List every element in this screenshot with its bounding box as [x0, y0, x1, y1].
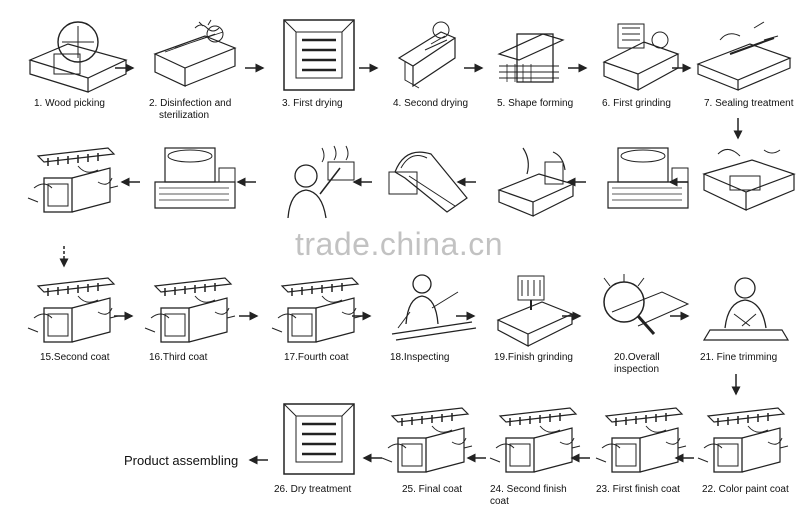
first-finish-coat-illustration: [595, 407, 687, 473]
process-step-25: 25. Final coat: [372, 398, 492, 508]
arrow-right-5: [568, 63, 588, 73]
step-8-illustration: [702, 149, 796, 211]
process-step-18: 18.Inspecting: [372, 268, 492, 378]
arrow-down-3: [731, 374, 741, 396]
step-11-illustration: [388, 151, 468, 213]
step-23-label: 23. First finish coat: [596, 484, 680, 495]
arrow-right-9: [352, 311, 372, 321]
second-drying-illustration: [397, 21, 457, 89]
arrow-right-1: [115, 63, 135, 73]
process-step-26: 26. Dry treatment: [262, 398, 382, 508]
step-7-label: 7. Sealing treatment: [704, 98, 794, 109]
step-17-label: 17.Fourth coat: [284, 352, 349, 363]
arrow-left-4: [352, 177, 372, 187]
final-step-label: Product assembling: [124, 453, 239, 468]
arrow-right-12: [670, 311, 690, 321]
step-26-label: 26. Dry treatment: [274, 484, 352, 495]
arrow-left-10: [362, 453, 382, 463]
step-6-label: 6. First grinding: [602, 98, 671, 109]
arrow-right-3: [359, 63, 379, 73]
arrow-right-10: [456, 311, 476, 321]
arrow-right-11: [562, 311, 582, 321]
final-coat-illustration: [381, 407, 473, 473]
step-16-label: 16.Third coat: [149, 352, 208, 363]
process-step-8: [690, 138, 800, 248]
process-step-3: 3. First drying: [262, 14, 382, 124]
step-1-label: 1. Wood picking: [34, 98, 105, 109]
arrow-right-4: [464, 63, 484, 73]
arrow-right-2: [245, 63, 265, 73]
process-step-23: 23. First finish coat: [586, 398, 706, 508]
step-25-label: 25. Final coat: [402, 484, 463, 495]
arrow-left-2: [566, 177, 586, 187]
step-5-label: 5. Shape forming: [497, 98, 574, 109]
arrow-left-9: [466, 453, 486, 463]
fine-trimming-illustration: [703, 277, 789, 341]
step-4-label: 4. Second drying: [393, 98, 469, 109]
arrow-right-6: [672, 63, 692, 73]
second-finish-coat-illustration: [489, 407, 581, 473]
step-24-label: 24. Second finish: [490, 484, 567, 495]
wood-picking-illustration: [28, 21, 128, 93]
process-step-19: 19.Finish grinding: [476, 268, 596, 378]
shape-forming-illustration: [497, 33, 565, 83]
first-drying-illustration: [282, 18, 356, 92]
arrow-right-7: [114, 311, 134, 321]
process-step-4: 4. Second drying: [375, 14, 495, 124]
step-2-label: 2. Disinfection and: [149, 98, 232, 109]
arrow-left-6: [120, 177, 140, 187]
process-step-9: [588, 138, 708, 248]
arrow-down-1: [733, 118, 743, 140]
step-15-label: 15.Second coat: [40, 352, 110, 363]
arrow-left-1: [668, 177, 688, 187]
step-3-label: 3. First drying: [282, 98, 343, 109]
disinfection-illustration: [154, 19, 236, 87]
sealing-treatment-illustration: [696, 21, 792, 91]
process-step-5: 5. Shape forming: [483, 14, 603, 124]
process-step-14: [18, 138, 138, 248]
step-18-label: 18.Inspecting: [390, 352, 450, 363]
step-20-label-line2: inspection: [614, 364, 660, 375]
arrow-left-8: [570, 453, 590, 463]
inspecting-illustration: [391, 274, 477, 341]
step-19-label: 19.Finish grinding: [494, 352, 573, 363]
process-step-2: 2. Disinfection and sterilization: [135, 14, 255, 124]
process-step-13: [135, 138, 255, 248]
step-20-label: 20.Overall: [614, 352, 660, 363]
process-step-16: 16.Third coat: [135, 268, 255, 378]
arrow-left-5: [236, 177, 256, 187]
process-step-15: 15.Second coat: [18, 268, 138, 378]
step-22-label: 22. Color paint coat: [702, 484, 789, 495]
process-step-17: 17.Fourth coat: [262, 268, 382, 378]
process-step-11: [375, 138, 495, 248]
watermark: trade.china.cn: [295, 226, 504, 262]
process-step-12: [270, 138, 390, 248]
process-step-20: 20.Overall inspection: [582, 268, 702, 378]
step-12-illustration: [287, 145, 355, 219]
arrow-left-7: [674, 453, 694, 463]
arrow-left-3: [456, 177, 476, 187]
overall-inspection-illustration: [603, 274, 690, 335]
step-2-label-line2: sterilization: [159, 110, 210, 121]
step-21-label: 21. Fine trimming: [700, 352, 778, 363]
process-step-24: 24. Second finish coat: [480, 398, 600, 508]
process-step-7: 7. Sealing treatment: [690, 14, 800, 124]
arrow-left-11: [248, 455, 268, 465]
process-step-22: 22. Color paint coat: [688, 398, 800, 508]
arrow-down-2: [59, 246, 69, 268]
step-24-label-line2: coat: [490, 496, 509, 507]
finish-grinding-illustration: [496, 275, 574, 347]
process-step-21: 21. Fine trimming: [690, 268, 800, 378]
dry-treatment-illustration: [282, 402, 356, 476]
arrow-right-8: [239, 311, 259, 321]
step-9-illustration: [607, 147, 689, 209]
